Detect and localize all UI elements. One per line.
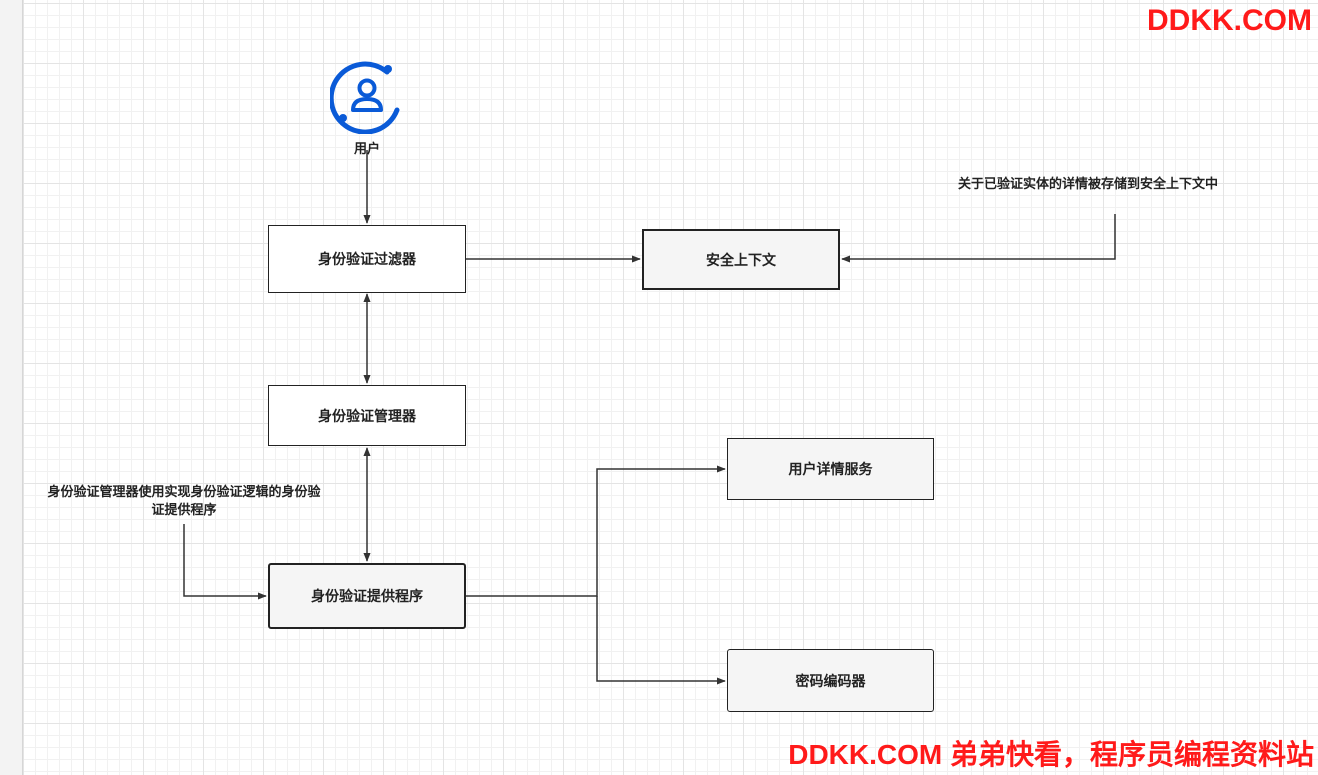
auth-manager-node[interactable]: 身份验证管理器 bbox=[268, 385, 466, 446]
user-circle-icon[interactable] bbox=[328, 60, 404, 135]
auth-manager-note-line2: 证提供程序 bbox=[151, 503, 217, 518]
user-label: 用户 bbox=[353, 142, 380, 157]
user-details-service-node[interactable]: 用户详情服务 bbox=[727, 438, 934, 500]
security-context-node[interactable]: 安全上下文 bbox=[642, 229, 840, 290]
auth-provider-node[interactable]: 身份验证提供程序 bbox=[268, 563, 466, 629]
auth-manager-note-line1: 身份验证管理器使用实现身份验证逻辑的身份验 bbox=[47, 485, 321, 500]
edge-manager-note-to-provider bbox=[183, 524, 267, 600]
edge-provider-to-encoder bbox=[596, 596, 726, 685]
security-context-note: 关于已验证实体的详情被存储到安全上下文中 bbox=[958, 177, 1219, 192]
edge-note-to-context bbox=[841, 214, 1116, 263]
left-scroll-strip bbox=[0, 0, 23, 775]
password-encoder-node[interactable]: 密码编码器 bbox=[727, 649, 934, 712]
watermark-bottom: DDKK.COM 弟弟快看，程序员编程资料站 bbox=[788, 739, 1314, 770]
watermark-top: DDKK.COM bbox=[1147, 4, 1312, 37]
edge-provider-to-userdetails bbox=[466, 465, 726, 597]
auth-filter-node[interactable]: 身份验证过滤器 bbox=[268, 225, 466, 293]
